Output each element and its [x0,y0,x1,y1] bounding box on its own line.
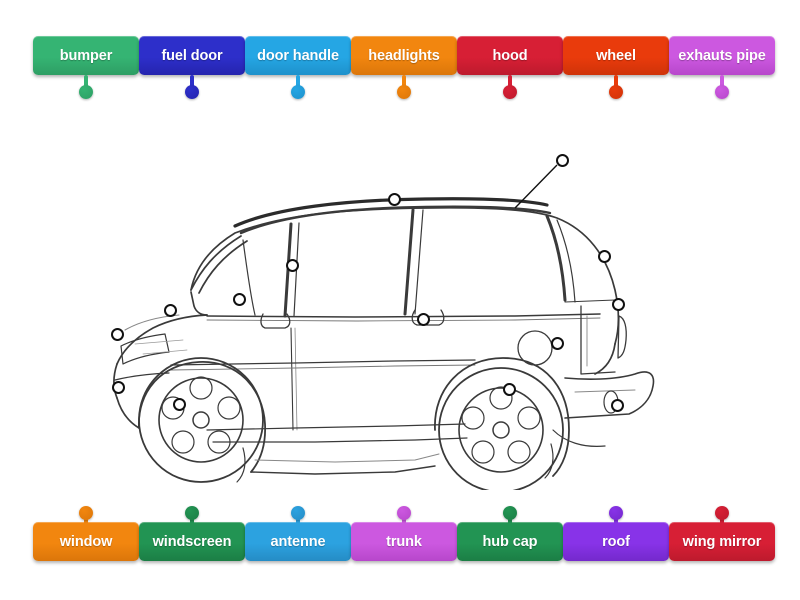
target-roof[interactable] [387,192,401,206]
pin-stem [190,75,194,89]
pin-ball [397,506,411,520]
pin-stem [84,75,88,89]
target-hub-cap[interactable] [172,397,186,411]
pin-stem [720,75,724,89]
label-chip-slot: wing mirror [669,500,775,580]
pin-stem [190,512,194,530]
label-chip-slot: windscreen [139,500,245,580]
target-roof-rail[interactable] [555,153,569,167]
label-chip-bumper[interactable]: bumper [33,36,139,75]
label-chip-wheel[interactable]: wheel [563,36,669,75]
label-chip-door-handle[interactable]: door handle [245,36,351,75]
roof-leader-line [514,164,558,209]
pin-ball [715,506,729,520]
pin-ball [291,85,305,99]
pin-ball [503,506,517,520]
car-line-drawing [113,164,655,490]
label-chip-exhauts-pipe[interactable]: exhauts pipe [669,36,775,75]
label-chip-slot: window [33,500,139,580]
pin-stem [402,512,406,530]
pin-ball [291,506,305,520]
target-front-window[interactable] [285,258,299,272]
pin-ball [185,506,199,520]
label-chip-slot: antenne [245,500,351,580]
pin-stem [508,75,512,89]
target-front-bumper[interactable] [111,380,125,394]
car-diagram [95,130,695,490]
target-exhaust-pipe[interactable] [610,398,624,412]
label-chip-slot: headlights [351,28,457,108]
pin-stem [296,75,300,89]
label-chip-slot: bumper [33,28,139,108]
target-bonnet[interactable] [163,303,177,317]
label-chip-slot: fuel door [139,28,245,108]
pin-stem [508,512,512,530]
pin-stem [614,75,618,89]
target-rear-door-glass[interactable] [611,297,625,311]
pin-stem [614,512,618,530]
pin-ball [715,85,729,99]
label-chip-slot: hood [457,28,563,108]
pin-ball [503,85,517,99]
pin-ball [397,85,411,99]
target-fuel-door[interactable] [550,336,564,350]
pin-stem [84,512,88,530]
label-chip-slot: hub cap [457,500,563,580]
pin-ball [185,85,199,99]
label-chip-slot: door handle [245,28,351,108]
target-headlight[interactable] [110,327,124,341]
target-rear-window[interactable] [597,249,611,263]
pin-stem [296,512,300,530]
pin-ball [79,85,93,99]
label-chip-slot: roof [563,500,669,580]
label-chip-hood[interactable]: hood [457,36,563,75]
target-rear-wheel[interactable] [502,382,516,396]
pin-ball [79,506,93,520]
pin-stem [720,512,724,530]
target-wing-mirror[interactable] [232,292,246,306]
label-chip-headlights[interactable]: headlights [351,36,457,75]
label-chip-slot: wheel [563,28,669,108]
label-chip-fuel-door[interactable]: fuel door [139,36,245,75]
pin-ball [609,506,623,520]
label-chip-slot: trunk [351,500,457,580]
pin-stem [402,75,406,89]
label-chip-window[interactable]: window [33,522,139,561]
pin-ball [609,85,623,99]
target-door-handle[interactable] [416,312,430,326]
label-chip-slot: exhauts pipe [669,28,775,108]
